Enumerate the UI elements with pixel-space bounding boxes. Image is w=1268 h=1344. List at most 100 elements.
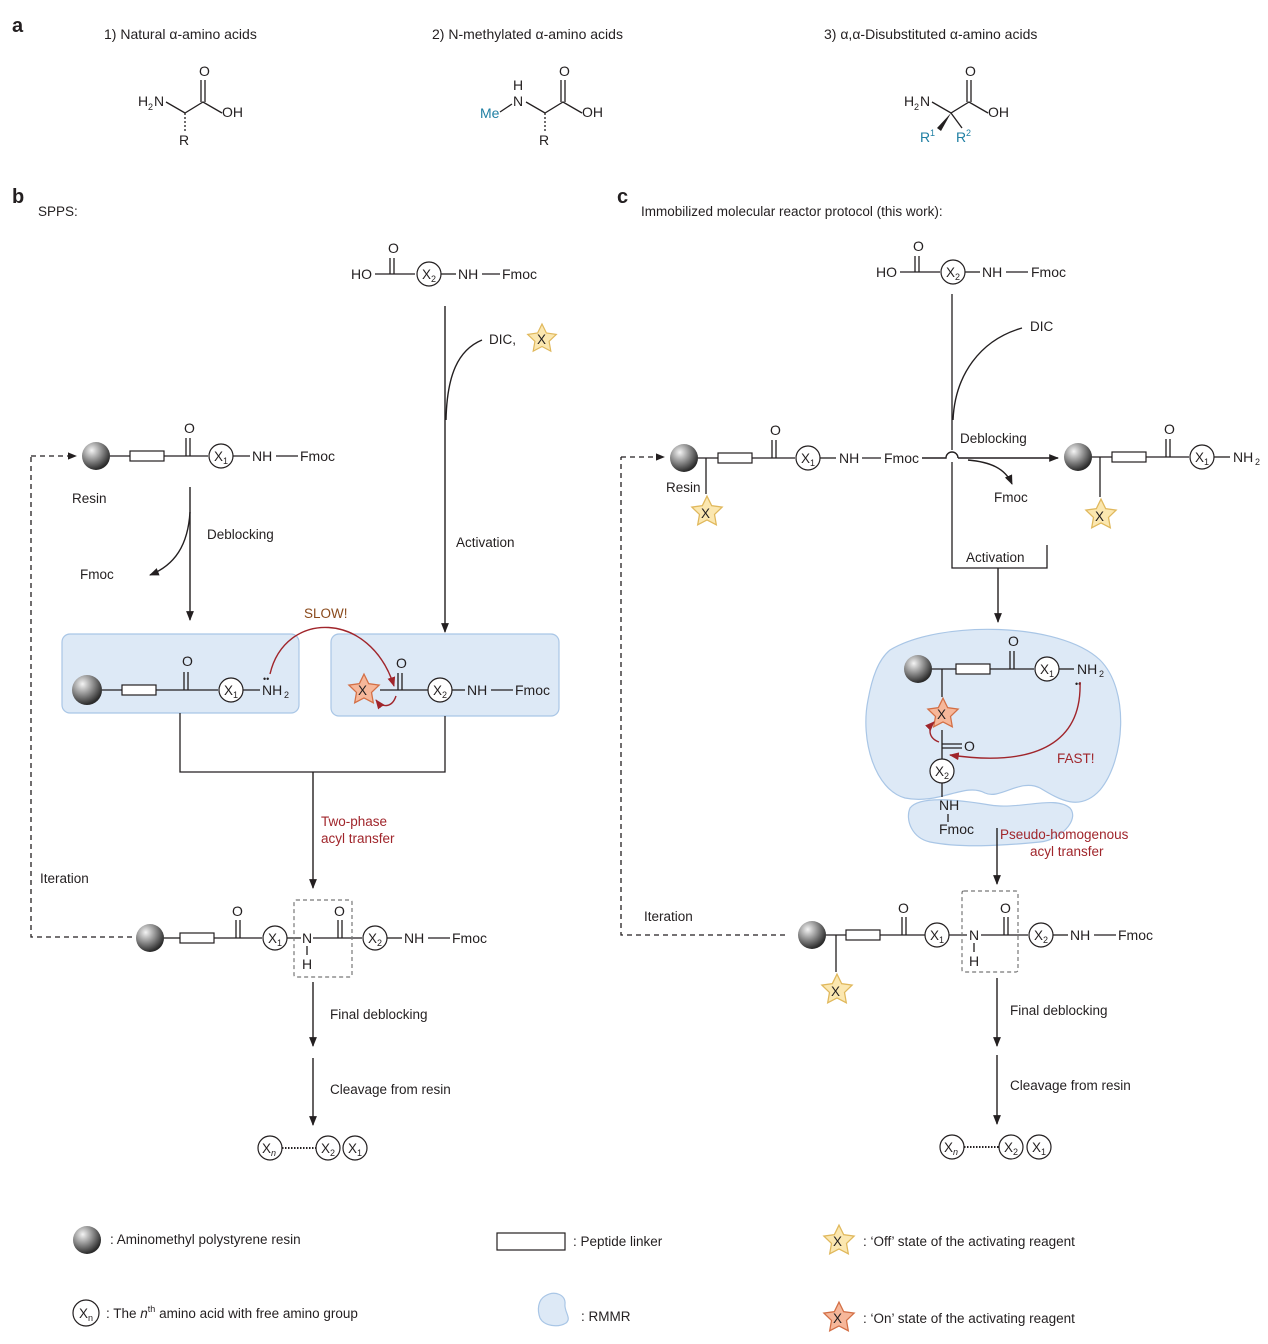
fmoc-amino-acid-reagent-b: HO O X 2 NH Fmoc — [351, 240, 537, 287]
reactor-intermediate: O X 1 NH 2 •• X O X 2 NH Fmoc — [904, 633, 1104, 837]
svg-text:2: 2 — [330, 1148, 335, 1158]
svg-text:X: X — [935, 764, 944, 779]
legend: : Aminomethyl polystyrene resin : Peptid… — [72, 1224, 1075, 1332]
svg-text:X: X — [368, 931, 377, 946]
svg-text:R: R — [179, 132, 189, 148]
fmoc-amino-acid-reagent-c: HO O X 2 NH Fmoc — [876, 238, 1066, 285]
svg-text:N: N — [920, 93, 930, 109]
svg-text:X: X — [214, 449, 223, 464]
svg-text:2: 2 — [148, 102, 153, 112]
fast-arrow — [949, 681, 1081, 761]
svg-text:2: 2 — [966, 128, 971, 138]
svg-text:N: N — [302, 930, 312, 946]
final-deblocking-label-c: Final deblocking — [1010, 1003, 1108, 1018]
svg-text:Fmoc: Fmoc — [452, 930, 487, 946]
svg-text:2: 2 — [284, 690, 289, 700]
svg-text:X: X — [348, 1141, 357, 1156]
svg-text:O: O — [388, 240, 399, 256]
svg-text:O: O — [199, 63, 210, 79]
n-methylated-amino-acid-structure: H N Me O OH R — [480, 63, 603, 148]
svg-text:X: X — [1032, 1140, 1041, 1155]
svg-text:n: n — [271, 1148, 276, 1158]
dic-label-b: DIC, — [489, 332, 516, 347]
two-phase-label-1: Two-phase — [321, 814, 387, 829]
svg-text:O: O — [898, 900, 909, 916]
svg-text:O: O — [182, 653, 193, 669]
svg-text:H: H — [513, 77, 523, 93]
panel-label-b: b — [12, 186, 24, 208]
svg-text:NH: NH — [1070, 927, 1090, 943]
peptide-product-b: X n X 2 X 1 — [257, 1135, 368, 1161]
svg-text:H: H — [904, 93, 914, 109]
slow-arrow — [269, 626, 396, 687]
svg-text:OH: OH — [988, 104, 1009, 120]
r2-label: R — [956, 129, 966, 145]
svg-text:X: X — [79, 1306, 88, 1321]
pseudo-homogenous-label-1: Pseudo-homogenous — [1000, 827, 1129, 842]
svg-text:2: 2 — [431, 274, 436, 284]
legend-xn-text: : The nth amino acid with free amino gro… — [106, 1304, 358, 1321]
svg-text:R: R — [539, 132, 549, 148]
svg-text:X: X — [801, 451, 810, 466]
n-methylated-amino-acid-title: 2) N-methylated α-amino acids — [432, 26, 623, 42]
panel-label-a: a — [12, 15, 24, 37]
svg-text:X: X — [937, 707, 946, 722]
legend-resin-bead-icon — [73, 1226, 101, 1254]
svg-text:1: 1 — [939, 935, 944, 945]
iteration-label-b: Iteration — [40, 871, 89, 886]
activated-ester-box — [330, 633, 560, 717]
peptide-product-c: X n X 2 X 1 — [939, 1134, 1052, 1160]
panel-label-c: c — [617, 186, 628, 208]
svg-text:X: X — [1034, 928, 1043, 943]
legend-linker-text: : Peptide linker — [573, 1234, 663, 1249]
svg-text:X: X — [1195, 450, 1204, 465]
deprotected-resin-peptide-b: O X 1 •• NH 2 — [72, 653, 289, 705]
svg-text:X: X — [833, 1311, 842, 1326]
legend-rmmr-icon — [537, 1292, 569, 1327]
spps-title: SPPS: — [38, 204, 78, 219]
svg-text:HO: HO — [876, 264, 897, 280]
svg-text:H: H — [969, 953, 979, 969]
legend-xn-icon — [72, 1299, 100, 1327]
svg-text:Fmoc: Fmoc — [1118, 927, 1153, 943]
svg-text:OH: OH — [582, 104, 603, 120]
fast-label: FAST! — [1057, 751, 1095, 766]
svg-text:1: 1 — [1204, 457, 1209, 467]
svg-text:2: 2 — [442, 690, 447, 700]
svg-text:1: 1 — [223, 456, 228, 466]
svg-text:Fmoc: Fmoc — [1031, 264, 1066, 280]
svg-text:2: 2 — [955, 272, 960, 282]
rmmr-reactor-shape — [865, 628, 1122, 803]
svg-text:X: X — [224, 683, 233, 698]
svg-text:1: 1 — [357, 1148, 362, 1158]
svg-text:X: X — [537, 332, 546, 347]
svg-text:X: X — [1095, 509, 1104, 524]
svg-text:Fmoc: Fmoc — [300, 448, 335, 464]
svg-text:O: O — [770, 422, 781, 438]
pseudo-homogenous-label-2: acyl transfer — [1030, 844, 1104, 859]
svg-text:NH: NH — [939, 797, 959, 813]
svg-text:X: X — [422, 267, 431, 282]
iteration-label-c: Iteration — [644, 909, 693, 924]
svg-text:NH: NH — [458, 266, 478, 282]
svg-text:NH: NH — [839, 450, 859, 466]
two-phase-label-2: acyl transfer — [321, 831, 395, 846]
disubstituted-amino-acid-structure: H 2 N O OH R 1 R 2 — [904, 63, 1009, 145]
svg-text:X: X — [1040, 662, 1049, 677]
svg-text:X: X — [701, 506, 710, 521]
panel-c: c Immobilized molecular reactor protocol… — [617, 186, 1260, 1160]
dic-label-c: DIC — [1030, 319, 1054, 334]
svg-text:X: X — [321, 1141, 330, 1156]
svg-text:Fmoc: Fmoc — [515, 682, 550, 698]
svg-text:1: 1 — [1049, 669, 1054, 679]
final-deblocking-label-b: Final deblocking — [330, 1007, 428, 1022]
svg-text:N: N — [513, 93, 523, 109]
svg-text:OH: OH — [222, 104, 243, 120]
r1-label: R — [920, 129, 930, 145]
svg-text:X: X — [358, 683, 367, 698]
deprotected-resin-c: O X 1 NH 2 X — [1064, 421, 1260, 529]
panel-a: a 1) Natural α-amino acids 2) N-methylat… — [12, 15, 1037, 148]
panel-b: b SPPS: HO O X 2 NH Fmoc DIC, X Activati… — [12, 186, 560, 1161]
cleavage-label-b: Cleavage from resin — [330, 1082, 451, 1097]
